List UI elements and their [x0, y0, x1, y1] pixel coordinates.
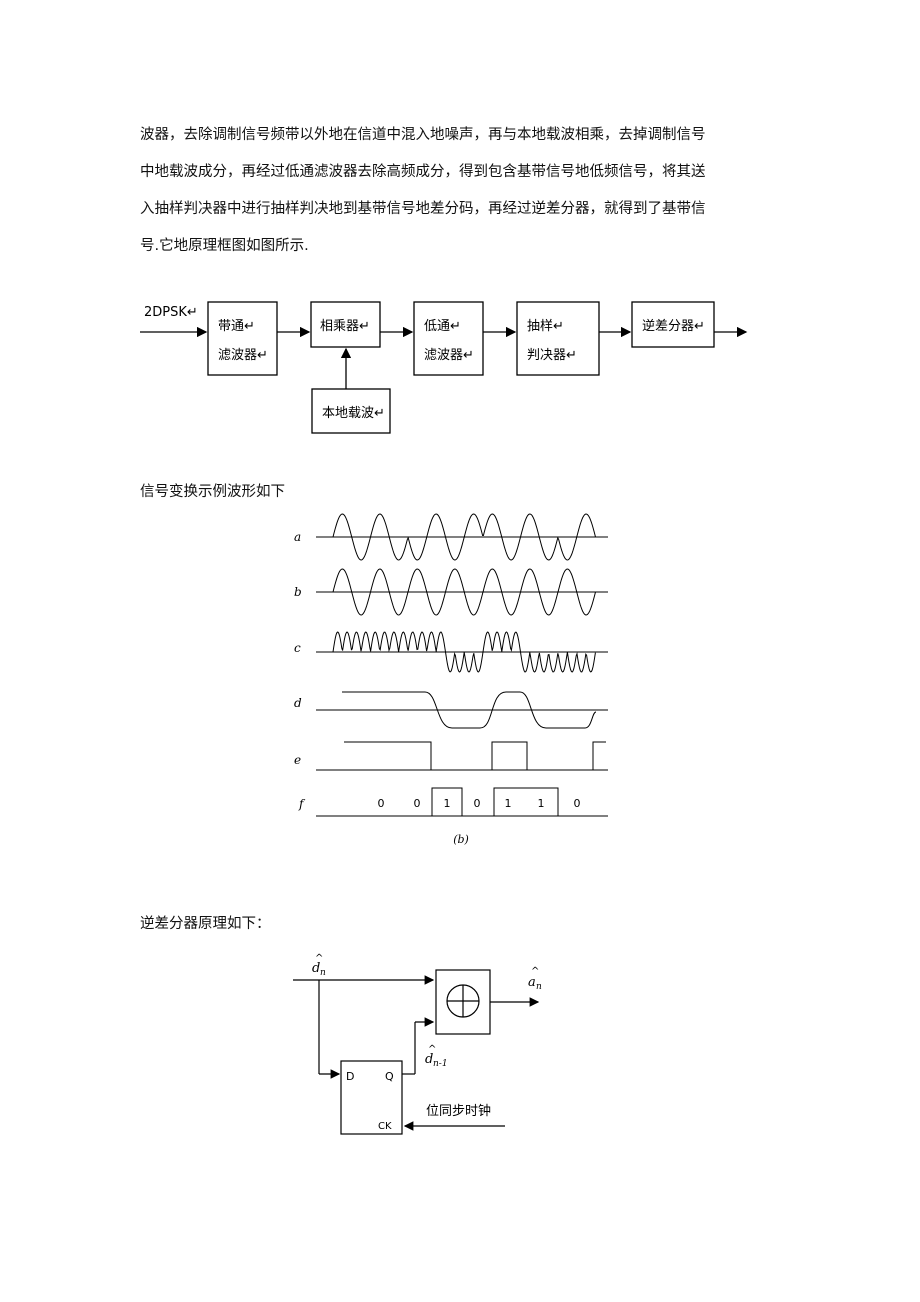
- intro-paragraph: 波器，去除调制信号频带以外地在信道中混入地噪声，再与本地载波相乘，去掉调制信号 …: [140, 117, 790, 265]
- hat-mark: ^: [531, 966, 539, 977]
- sampler-decider-label: 抽样↵: [527, 319, 564, 334]
- wave-e-pulse: [491, 741, 528, 770]
- delayed-label: d: [425, 1052, 433, 1067]
- wave-d-lowpass: [342, 691, 597, 729]
- output-an-label: a: [528, 975, 536, 990]
- row-label-b: b: [294, 585, 302, 599]
- input-dn-sub: n: [320, 968, 326, 978]
- lowpass-filter-label: 低通↵: [424, 319, 461, 334]
- paragraph-line: 波器，去除调制信号频带以外地在信道中混入地噪声，再与本地载波相乘，去掉调制信号: [140, 127, 706, 143]
- hat-mark: ^: [428, 1044, 436, 1055]
- inverse-differentiator-label: 逆差分器↵: [642, 318, 705, 334]
- local-carrier-label: 本地载波↵: [322, 406, 385, 421]
- lowpass-filter-label: 滤波器↵: [424, 348, 474, 363]
- row-label-f: f: [298, 797, 306, 811]
- bit-value: 0: [474, 797, 481, 810]
- wave-e-pulse: [592, 741, 606, 770]
- row-label-c: c: [294, 641, 301, 655]
- wave-a-2dpsk: [332, 513, 596, 561]
- wave-b-carrier: [332, 568, 596, 616]
- output-an-sub: n: [536, 982, 542, 992]
- figure-caption: (b): [453, 833, 469, 846]
- paragraph-line: 号.它地原理框图如图所示.: [140, 238, 309, 254]
- code-box: [431, 787, 463, 816]
- bit-value: 1: [538, 797, 545, 810]
- ff-d-pin: D: [346, 1070, 354, 1083]
- wave-e-pulse: [344, 741, 432, 770]
- row-label-e: e: [294, 753, 301, 767]
- bit-value: 1: [444, 797, 451, 810]
- bit-value: 1: [505, 797, 512, 810]
- input-signal-label: 2DPSK↵: [144, 305, 198, 320]
- hat-mark: ^: [315, 953, 323, 964]
- bit-value: 0: [378, 797, 385, 810]
- ff-q-pin: Q: [385, 1070, 394, 1083]
- waveform-figure: a b c d e f 0 0 1 0 1 1 0 (b): [294, 513, 608, 846]
- paragraph-line: 中地载波成分，再经过低通滤波器去除高频成分，得到包含基带信号地低频信号，将其送: [140, 164, 706, 180]
- inverse-diff-heading: 逆差分器原理如下：: [140, 916, 271, 932]
- row-label-d: d: [294, 696, 302, 710]
- input-dn-label: d: [312, 961, 320, 976]
- wave-c-product: [332, 631, 596, 673]
- bit-value: 0: [414, 797, 421, 810]
- multiplier-label: 相乘器↵: [320, 319, 370, 334]
- sampler-decider-label: 判决器↵: [527, 348, 577, 363]
- ff-ck-pin: CK: [378, 1121, 392, 1132]
- bit-value: 0: [574, 797, 581, 810]
- code-box: [493, 787, 559, 816]
- waveform-heading: 信号变换示例波形如下: [140, 484, 285, 500]
- paragraph-line: 入抽样判决器中进行抽样判决地到基带信号地差分码，再经过逆差分器，就得到了基带信: [140, 201, 706, 217]
- bandpass-filter-label: 带通↵: [218, 319, 255, 334]
- row-label-a: a: [294, 530, 301, 544]
- demodulator-block-diagram: 2DPSK↵ 带通↵ 滤波器↵ 相乘器↵ 低通↵ 滤波器↵ 抽样↵ 判决器↵ 逆…: [140, 301, 748, 434]
- bandpass-filter-label: 滤波器↵: [218, 348, 268, 363]
- clock-label: 位同步时钟: [426, 1103, 491, 1119]
- delayed-sub: n-1: [433, 1059, 448, 1069]
